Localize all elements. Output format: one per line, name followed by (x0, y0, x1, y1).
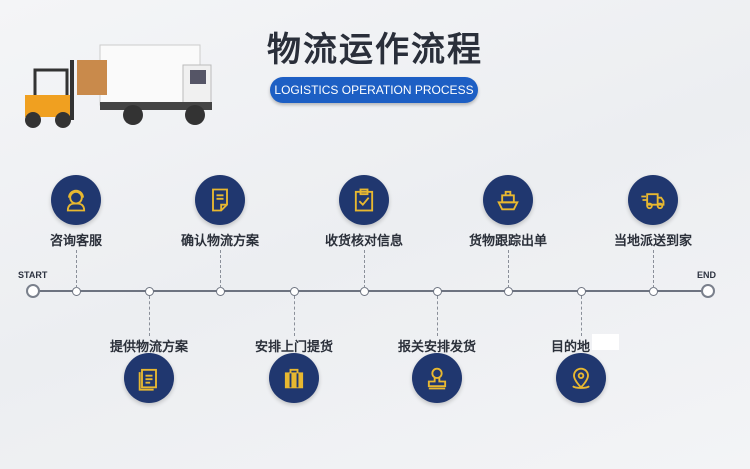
connector (76, 250, 77, 288)
timeline-node (503, 287, 513, 296)
subtitle-badge: LOGISTICS OPERATION PROCESS (270, 77, 478, 103)
ship-icon (497, 190, 519, 211)
start-node (26, 284, 40, 298)
step-label: 货物跟踪出单 (468, 234, 547, 249)
clipboard-check-icon (354, 188, 374, 212)
connector (294, 296, 295, 336)
connector (653, 250, 654, 288)
timeline-node (576, 287, 586, 296)
connector (581, 296, 582, 336)
timeline-node (289, 287, 299, 296)
connector (220, 250, 221, 288)
step-label: 当地派送到家 (613, 234, 692, 249)
step-label: 报关安排发货 (397, 340, 476, 355)
step-label: 安排上门提货 (254, 340, 333, 355)
luggage-icon (284, 368, 304, 389)
step-icon-circle (269, 353, 319, 403)
location-pin-icon (572, 367, 590, 389)
end-node (701, 284, 715, 298)
step-icon-circle (412, 353, 462, 403)
timeline-line (38, 290, 702, 292)
step-icon-circle (195, 175, 245, 225)
delivery-truck-icon (641, 193, 665, 210)
step-label: 收货核对信息 (324, 234, 403, 249)
step-icon-circle (483, 175, 533, 225)
timeline-node (215, 287, 225, 296)
connector (364, 250, 365, 288)
step-label: 确认物流方案 (180, 234, 259, 249)
page-title: 物流运作流程 (267, 30, 483, 70)
connector (437, 296, 438, 336)
timeline-node (648, 287, 658, 296)
timeline-node (144, 287, 154, 296)
connector (508, 250, 509, 288)
start-label: START (18, 270, 48, 280)
stamp-icon (427, 367, 447, 390)
connector (149, 296, 150, 336)
step-icon-circle (339, 175, 389, 225)
step-label: 咨询客服 (49, 234, 102, 249)
step-icon-circle (51, 175, 101, 225)
step-label: 提供物流方案 (109, 340, 188, 355)
step-icon-circle (124, 353, 174, 403)
step-icon-circle (628, 175, 678, 225)
redaction-mask (592, 334, 619, 350)
documents-icon (138, 368, 157, 391)
timeline-node (359, 287, 369, 296)
customer-service-icon (66, 189, 86, 212)
timeline-node (432, 287, 442, 296)
timeline-node (71, 287, 81, 296)
truck-forklift-illustration (25, 44, 212, 128)
step-label: 目的地 (550, 340, 590, 355)
end-label: END (697, 270, 717, 280)
step-icon-circle (556, 353, 606, 403)
document-icon (212, 188, 228, 212)
